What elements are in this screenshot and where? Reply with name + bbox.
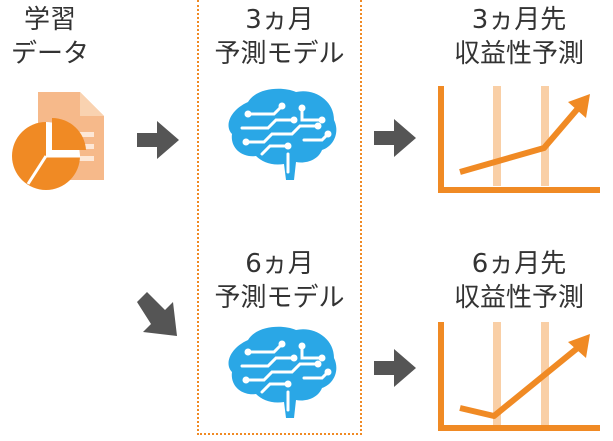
output-6m-title-line1: 6ヵ月先 xyxy=(471,249,567,279)
model-6m-title-line1: 6ヵ月 xyxy=(245,249,314,279)
arrow-right-icon-model-6m xyxy=(374,349,416,387)
brain-circuit-icon-6m xyxy=(228,326,337,418)
trend-chart-icon-3m xyxy=(438,86,600,193)
model-3m-title-line1: 3ヵ月 xyxy=(245,5,314,35)
arrow-right-icon-model-3m xyxy=(374,119,416,157)
model-6m-title-line2: 予測モデル xyxy=(214,283,345,313)
input-label-line2: データ xyxy=(10,39,89,69)
output-6m-title-line2: 収益性予測 xyxy=(453,283,584,313)
arrow-right-icon-input xyxy=(137,121,179,159)
data-document-pie-icon xyxy=(12,92,104,190)
brain-circuit-icon-3m xyxy=(228,88,337,180)
output-3m-title-line2: 収益性予測 xyxy=(453,39,584,69)
arrow-down-right-icon-input xyxy=(137,292,177,336)
input-label-line1: 学習 xyxy=(23,5,76,35)
trend-chart-icon-6m xyxy=(438,322,600,431)
models-group-frame xyxy=(197,0,362,435)
output-3m-title-line1: 3ヵ月先 xyxy=(471,5,567,35)
model-3m-title-line2: 予測モデル xyxy=(214,39,345,69)
